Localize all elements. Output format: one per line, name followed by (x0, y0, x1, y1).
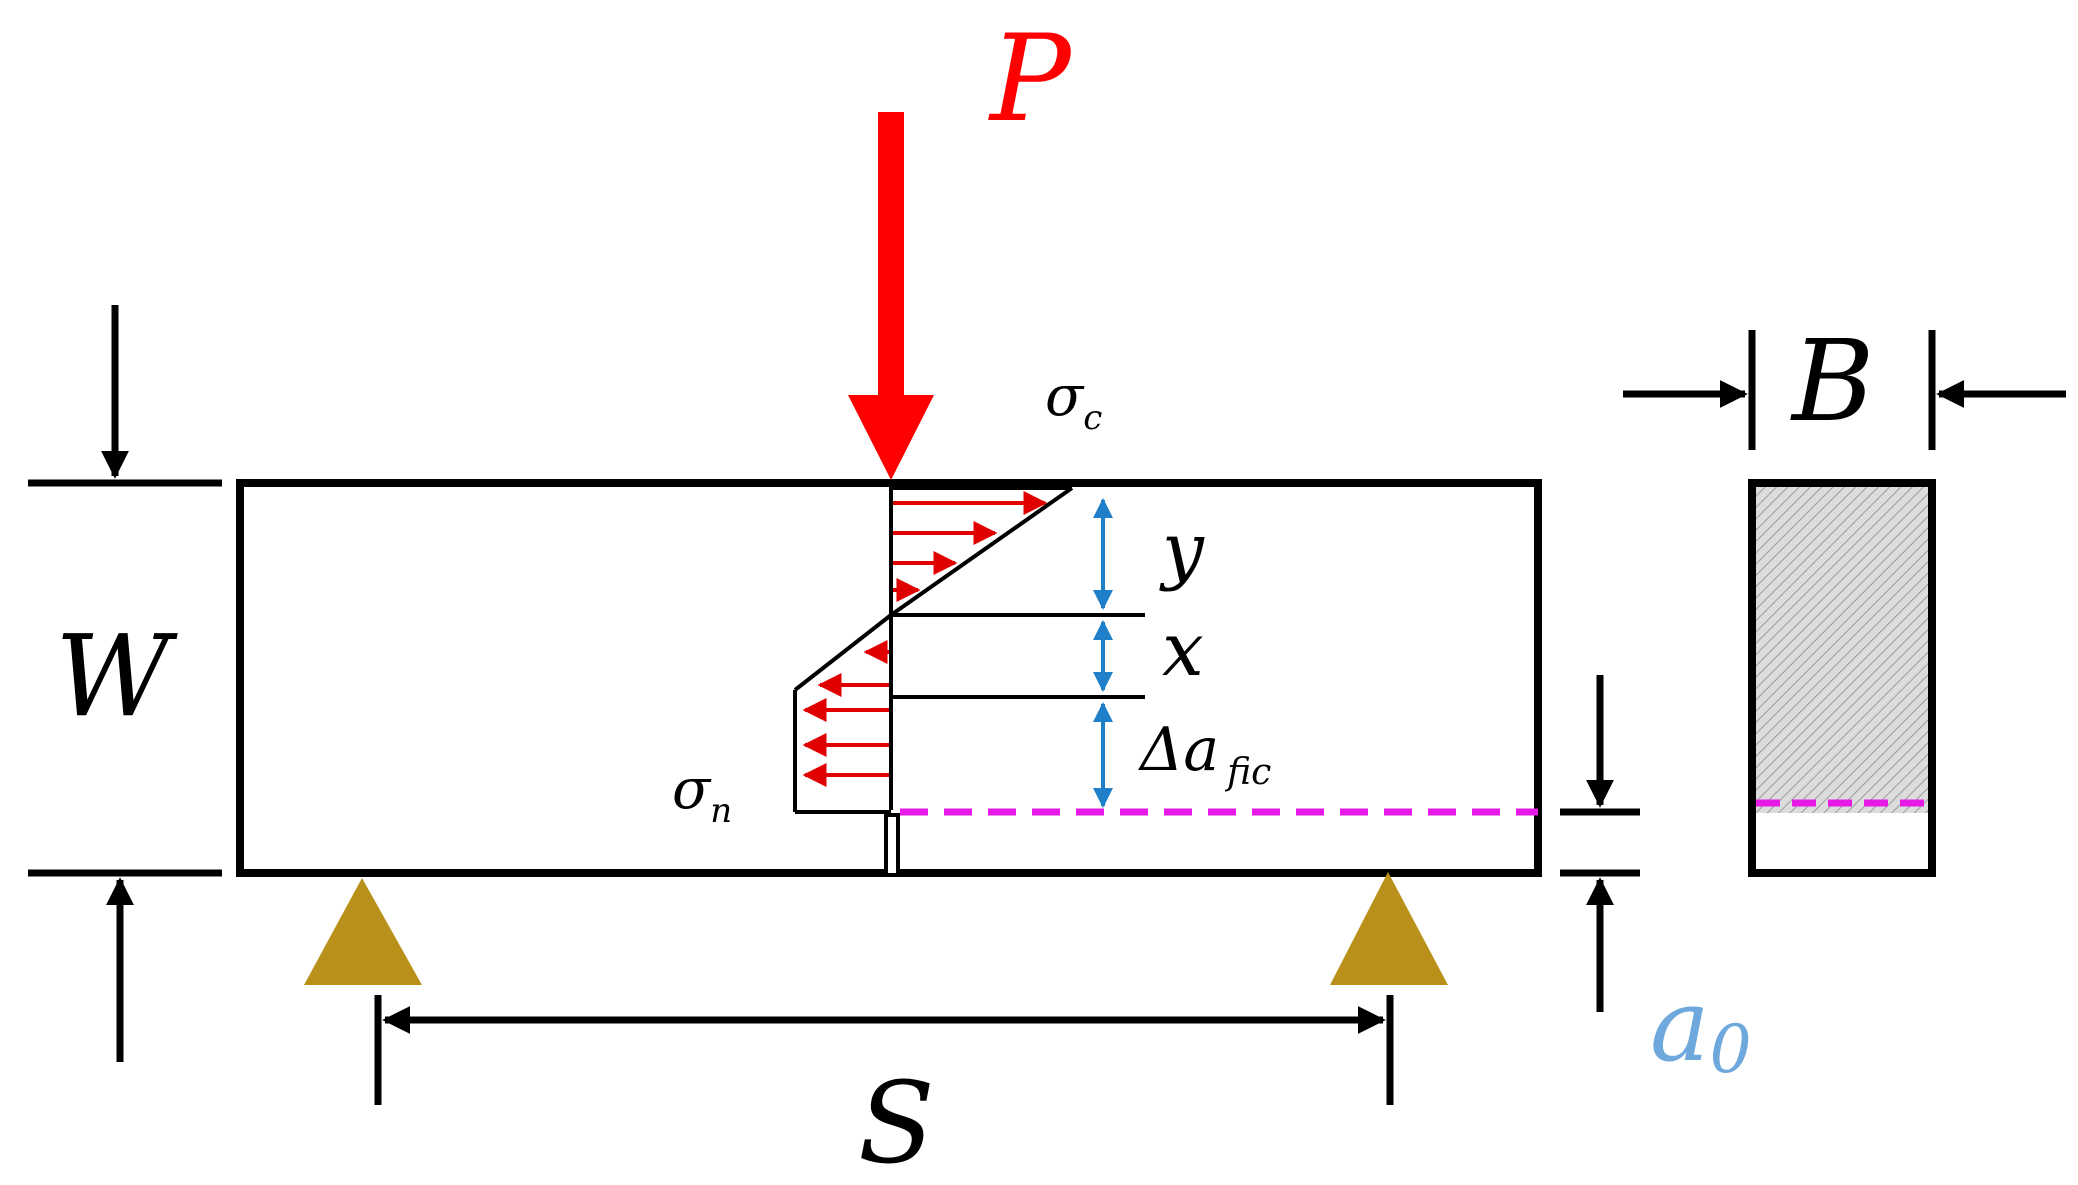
width-label: B (1790, 317, 1874, 447)
cross-section (1748, 479, 1936, 877)
width-dimension (1623, 330, 2066, 450)
left-support (304, 878, 422, 985)
sigma-n-label: σn (672, 757, 732, 831)
depth-label: W (55, 612, 178, 742)
a0-label: a0 (1650, 967, 1752, 1088)
stress-distribution (793, 483, 1145, 814)
load-label: P (988, 10, 1073, 149)
y-label: y (1159, 507, 1205, 593)
span-dimension (374, 995, 1394, 1105)
a0-dimension (1560, 675, 1640, 1012)
x-label: x (1162, 607, 1204, 693)
notch (884, 813, 900, 873)
sigma-c-label: σc (1045, 364, 1102, 438)
load-arrow (848, 112, 934, 480)
right-support (1330, 872, 1448, 985)
span-label: S (858, 1059, 935, 1185)
depth-dimension (28, 305, 222, 1062)
